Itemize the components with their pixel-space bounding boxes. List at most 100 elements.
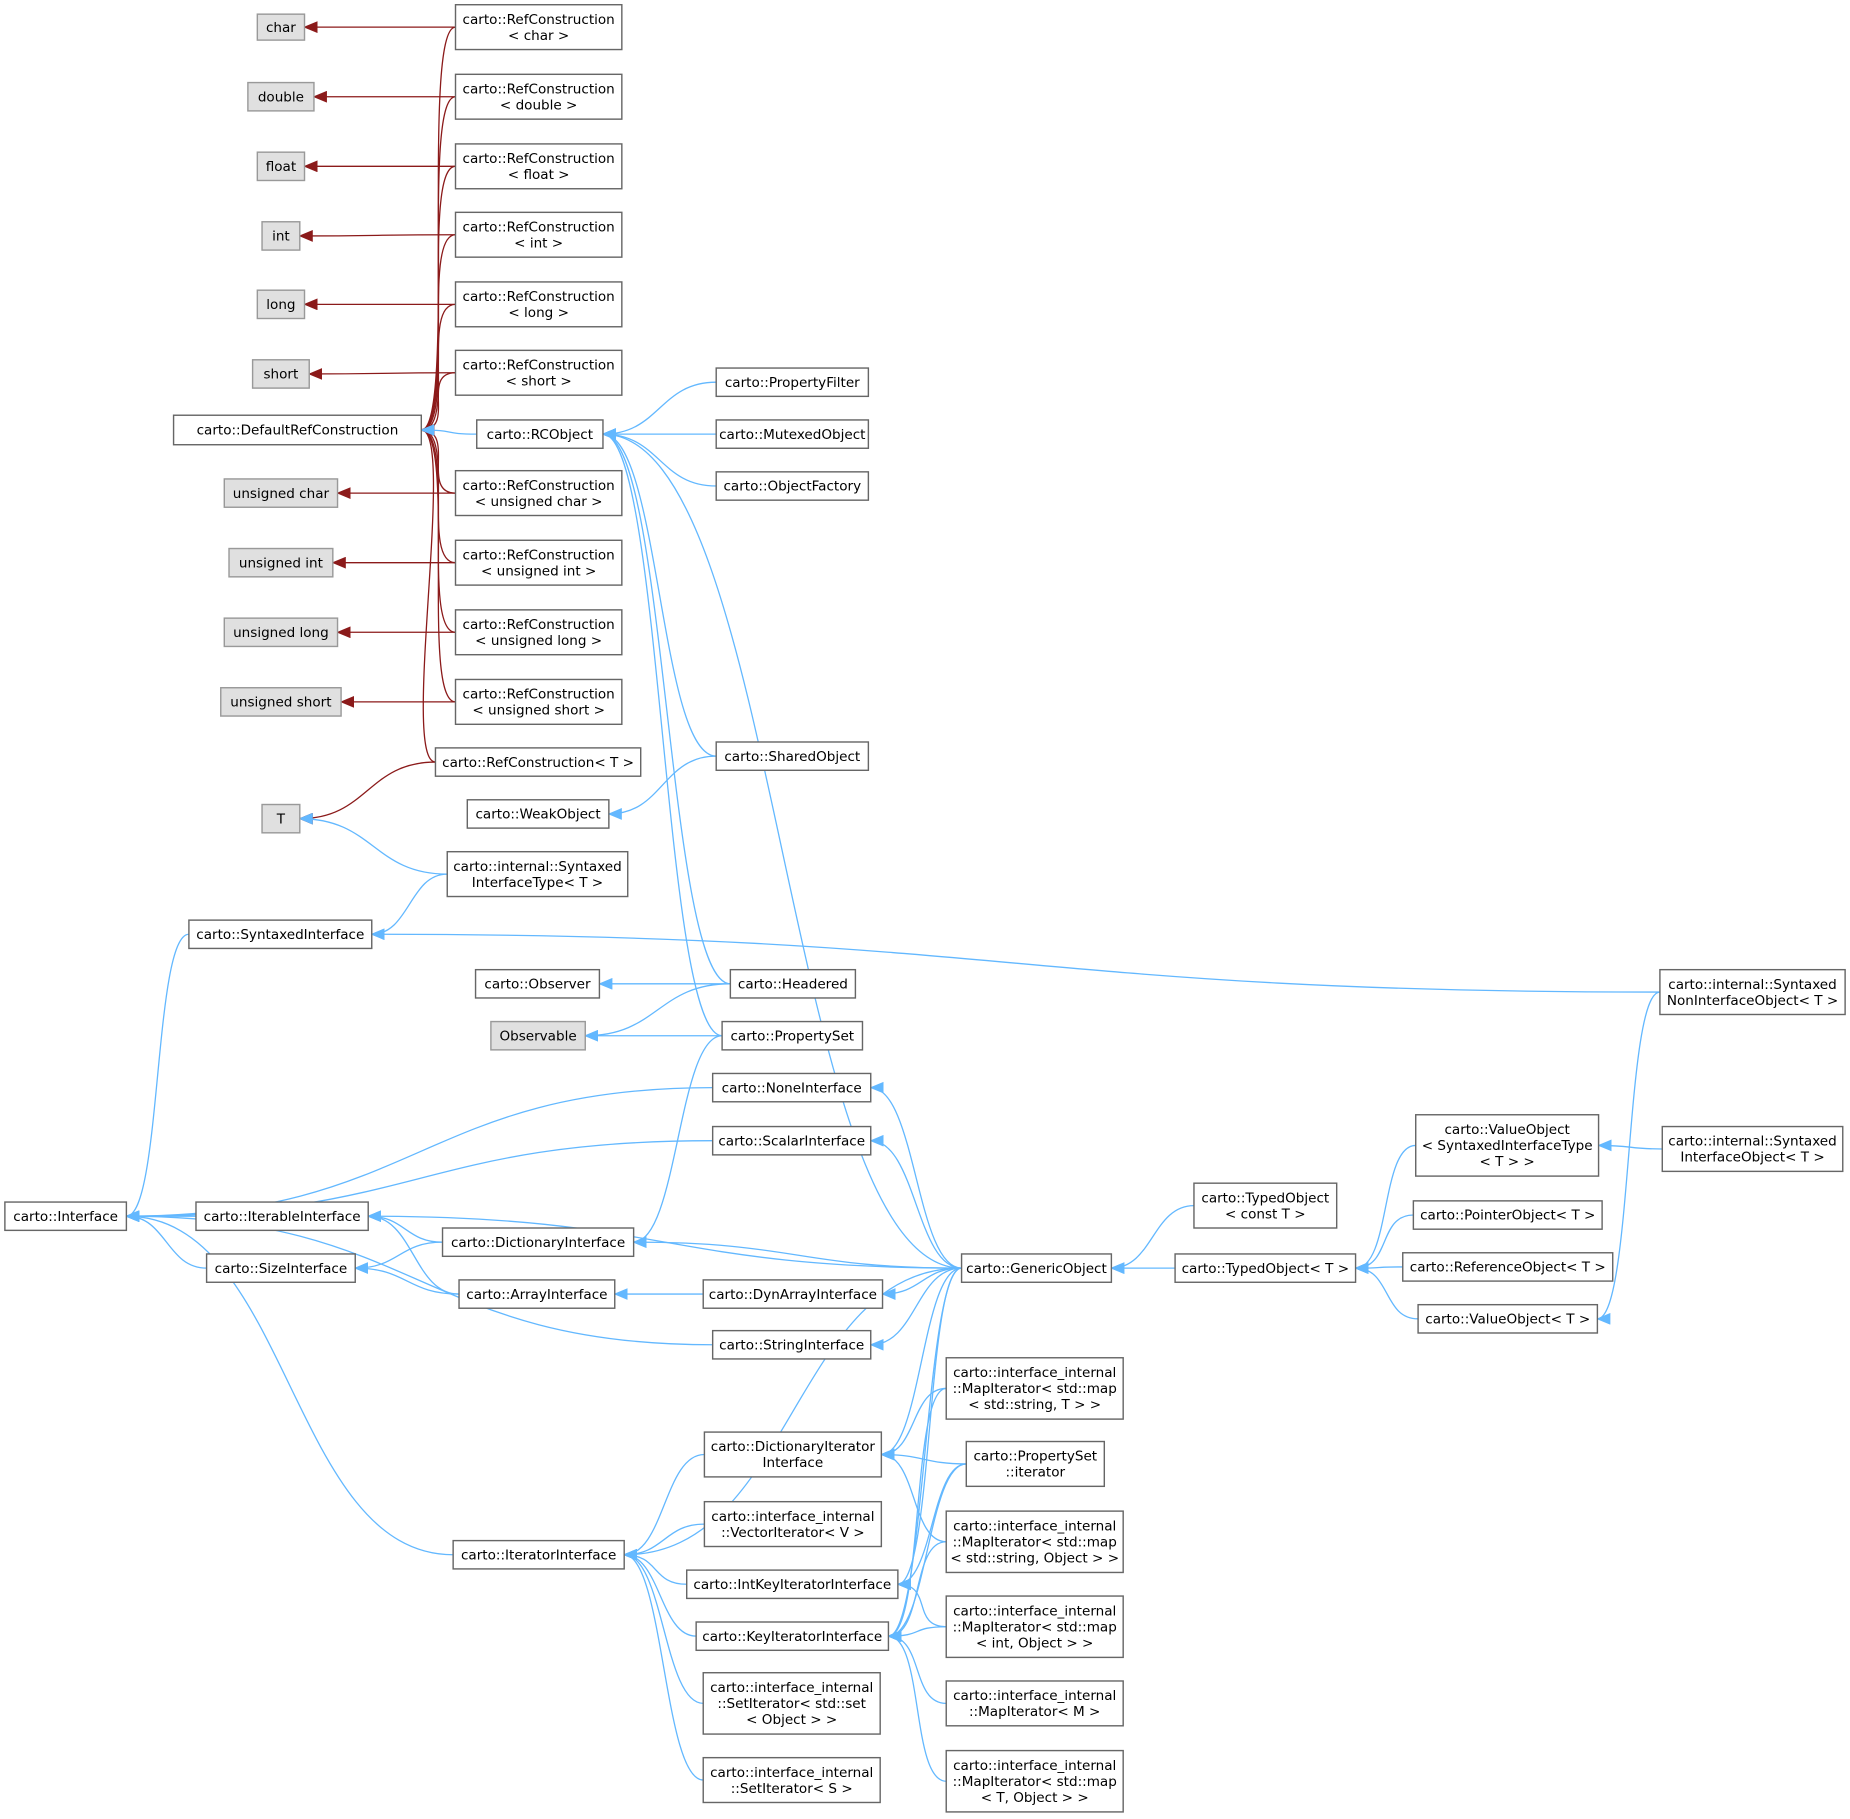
class-node-RCObject[interactable]: carto::RCObject (476, 419, 604, 449)
class-node-IterableInterface[interactable]: carto::IterableInterface (195, 1201, 369, 1232)
class-node-SNIO[interactable]: carto::internal::SyntaxedNonInterfaceObj… (1659, 968, 1846, 1016)
class-node-label: carto::internal::Syntaxed (453, 859, 622, 875)
class-node-label: float (266, 159, 296, 175)
class-node-label: short (264, 367, 299, 383)
class-node-PropertySet[interactable]: carto::PropertySet (721, 1020, 864, 1051)
class-node-box (454, 4, 623, 51)
class-node-RCfloat[interactable]: carto::RefConstruction< float > (454, 143, 623, 190)
class-node-label: long (266, 297, 295, 313)
inheritance-edge-SIO-to-VOSIT (1597, 1139, 1663, 1152)
class-node-SIO[interactable]: carto::internal::SyntaxedInterfaceObject… (1661, 1125, 1844, 1173)
class-node-MIintObj[interactable]: carto::interface_internal::MapIterator< … (945, 1595, 1124, 1659)
inheritance-edge-GenericObject-to-NoneInterface (869, 1081, 962, 1269)
class-node-Interface[interactable]: carto::Interface (4, 1201, 128, 1232)
class-node-SharedObject[interactable]: carto::SharedObject (715, 741, 870, 772)
class-node-RCdouble[interactable]: carto::RefConstruction< double > (454, 73, 623, 120)
class-node-label: carto::IntKeyIteratorInterface (693, 1577, 891, 1593)
class-node-PSiter[interactable]: carto::PropertySet::iterator (965, 1440, 1106, 1488)
class-node-SyntaxedInterface[interactable]: carto::SyntaxedInterface (188, 919, 373, 950)
class-node-Headered[interactable]: carto::Headered (729, 968, 857, 999)
class-node-NoneInterface[interactable]: carto::NoneInterface (711, 1072, 872, 1103)
class-node-box (711, 1329, 872, 1360)
class-node-MIstrObj[interactable]: carto::interface_internal::MapIterator< … (945, 1510, 1124, 1574)
class-node-RCshort[interactable]: carto::RefConstruction< short > (454, 349, 623, 396)
class-node-RCT[interactable]: carto::RefConstruction< T > (434, 747, 642, 777)
class-node-label: ::MapIterator< std::map (953, 1774, 1117, 1790)
class-node-ReferenceObject[interactable]: carto::ReferenceObject< T > (1402, 1252, 1614, 1282)
class-node-TOT[interactable]: carto::TypedObject< T > (1174, 1253, 1357, 1283)
class-node-RClong[interactable]: carto::RefConstruction< long > (454, 281, 623, 328)
class-node-MIstrT[interactable]: carto::interface_internal::MapIterator< … (945, 1357, 1124, 1420)
class-node-VOT[interactable]: carto::ValueObject< T > (1417, 1303, 1599, 1334)
class-node-box (223, 478, 339, 508)
class-node-PointerObject[interactable]: carto::PointerObject< T > (1412, 1200, 1603, 1230)
class-node-label: < T, Object > > (981, 1790, 1089, 1806)
class-node-box (702, 1672, 881, 1735)
class-node-box (729, 968, 857, 999)
inheritance-edge-VOSIT-to-TOT (1354, 1144, 1416, 1274)
class-node-label: < std::string, Object > > (950, 1550, 1119, 1566)
class-node-label: carto::RefConstruction (463, 12, 615, 28)
class-node-label: carto::SharedObject (724, 749, 860, 765)
inheritance-edge-MIstrT-to-DictIter (880, 1387, 947, 1461)
inheritance-edge-DictionaryInterface-to-SizeInterface (354, 1241, 443, 1275)
class-node-box (476, 419, 604, 449)
class-node-label: carto::interface_internal (711, 1509, 874, 1525)
class-node-VOSIT[interactable]: carto::ValueObject< SyntaxedInterfaceTyp… (1415, 1114, 1600, 1177)
class-node-label: int (272, 229, 290, 245)
class-node-TOconst[interactable]: carto::TypedObject< const T > (1193, 1182, 1338, 1229)
class-node-label: unsigned int (239, 555, 323, 571)
class-node-label: < std::string, T > > (968, 1397, 1101, 1413)
class-node-label: carto::interface_internal (953, 1365, 1116, 1381)
class-node-RCulong[interactable]: carto::RefConstruction< unsigned long > (454, 609, 623, 656)
inheritance-edge-DictionaryInterface-to-IterableInterface (367, 1210, 443, 1243)
class-node-DictionaryInterface[interactable]: carto::DictionaryInterface (441, 1227, 635, 1258)
class-node-SizeInterface[interactable]: carto::SizeInterface (205, 1253, 356, 1283)
class-node-label: carto::RefConstruction< T > (442, 755, 634, 771)
class-node-RCuint[interactable]: carto::RefConstruction< unsigned int > (454, 539, 623, 586)
class-node-Observer[interactable]: carto::Observer (474, 968, 601, 999)
class-node-RCchar[interactable]: carto::RefConstruction< char > (454, 4, 623, 51)
class-node-SIType[interactable]: carto::internal::SyntaxedInterfaceType< … (446, 850, 629, 898)
class-node-ArrayInterface[interactable]: carto::ArrayInterface (458, 1279, 616, 1309)
class-node-label: ::MapIterator< std::map (953, 1535, 1117, 1551)
class-node-StringInterface[interactable]: carto::StringInterface (711, 1329, 872, 1360)
class-node-IteratorInterface[interactable]: carto::IteratorInterface (452, 1539, 625, 1570)
class-node-RCushort[interactable]: carto::RefConstruction< unsigned short > (454, 678, 623, 726)
class-node-MIM[interactable]: carto::interface_internal::MapIterator< … (945, 1680, 1124, 1727)
class-node-DefaultRef[interactable]: carto::DefaultRefConstruction (172, 414, 423, 446)
inheritance-edge-GenericObject-to-DictIter (880, 1267, 962, 1461)
class-node-ScalarInterface[interactable]: carto::ScalarInterface (711, 1125, 872, 1156)
class-node-ulong: unsigned long (223, 617, 339, 648)
inheritance-edge-RCint-to-DefaultRef (420, 234, 456, 436)
class-node-IntKeyIter[interactable]: carto::IntKeyIteratorInterface (686, 1569, 899, 1600)
class-node-label: < unsigned short > (472, 703, 605, 719)
class-node-WeakObject[interactable]: carto::WeakObject (466, 799, 610, 829)
class-node-VecIter[interactable]: carto::interface_internal::VectorIterato… (703, 1500, 883, 1548)
class-node-box (1412, 1200, 1603, 1230)
class-node-PropertyFilter[interactable]: carto::PropertyFilter (715, 367, 870, 398)
class-node-box (452, 1539, 625, 1570)
class-node-label: carto::Headered (738, 977, 848, 993)
class-node-ObjectFactory[interactable]: carto::ObjectFactory (715, 471, 870, 501)
inheritance-edge-MIM-to-KeyIter (887, 1630, 947, 1705)
class-node-label: carto::ScalarInterface (718, 1133, 865, 1149)
class-node-DynArrayInterface[interactable]: carto::DynArrayInterface (702, 1279, 884, 1309)
class-node-label: ::iterator (1005, 1465, 1065, 1481)
class-node-RCint[interactable]: carto::RefConstruction< int > (454, 211, 623, 258)
class-node-MutexedObject[interactable]: carto::MutexedObject (715, 419, 870, 449)
class-node-label: ::SetIterator< S > (731, 1781, 853, 1797)
class-node-box (711, 1072, 872, 1103)
class-node-GenericObject[interactable]: carto::GenericObject (960, 1253, 1113, 1283)
class-node-label: carto::RefConstruction (463, 151, 615, 167)
class-node-RCuchar[interactable]: carto::RefConstruction< unsigned char > (454, 469, 623, 517)
class-node-box (454, 143, 623, 190)
class-node-KeyIter[interactable]: carto::KeyIteratorInterface (695, 1621, 890, 1652)
class-node-label: carto::DynArrayInterface (709, 1287, 877, 1303)
class-node-MITObj[interactable]: carto::interface_internal::MapIterator< … (945, 1749, 1124, 1813)
class-node-SetIterS[interactable]: carto::interface_internal::SetIterator< … (702, 1756, 881, 1804)
class-node-SetIterObj[interactable]: carto::interface_internal::SetIterator< … (702, 1672, 881, 1735)
class-node-box (261, 803, 301, 834)
class-node-box (454, 469, 623, 517)
